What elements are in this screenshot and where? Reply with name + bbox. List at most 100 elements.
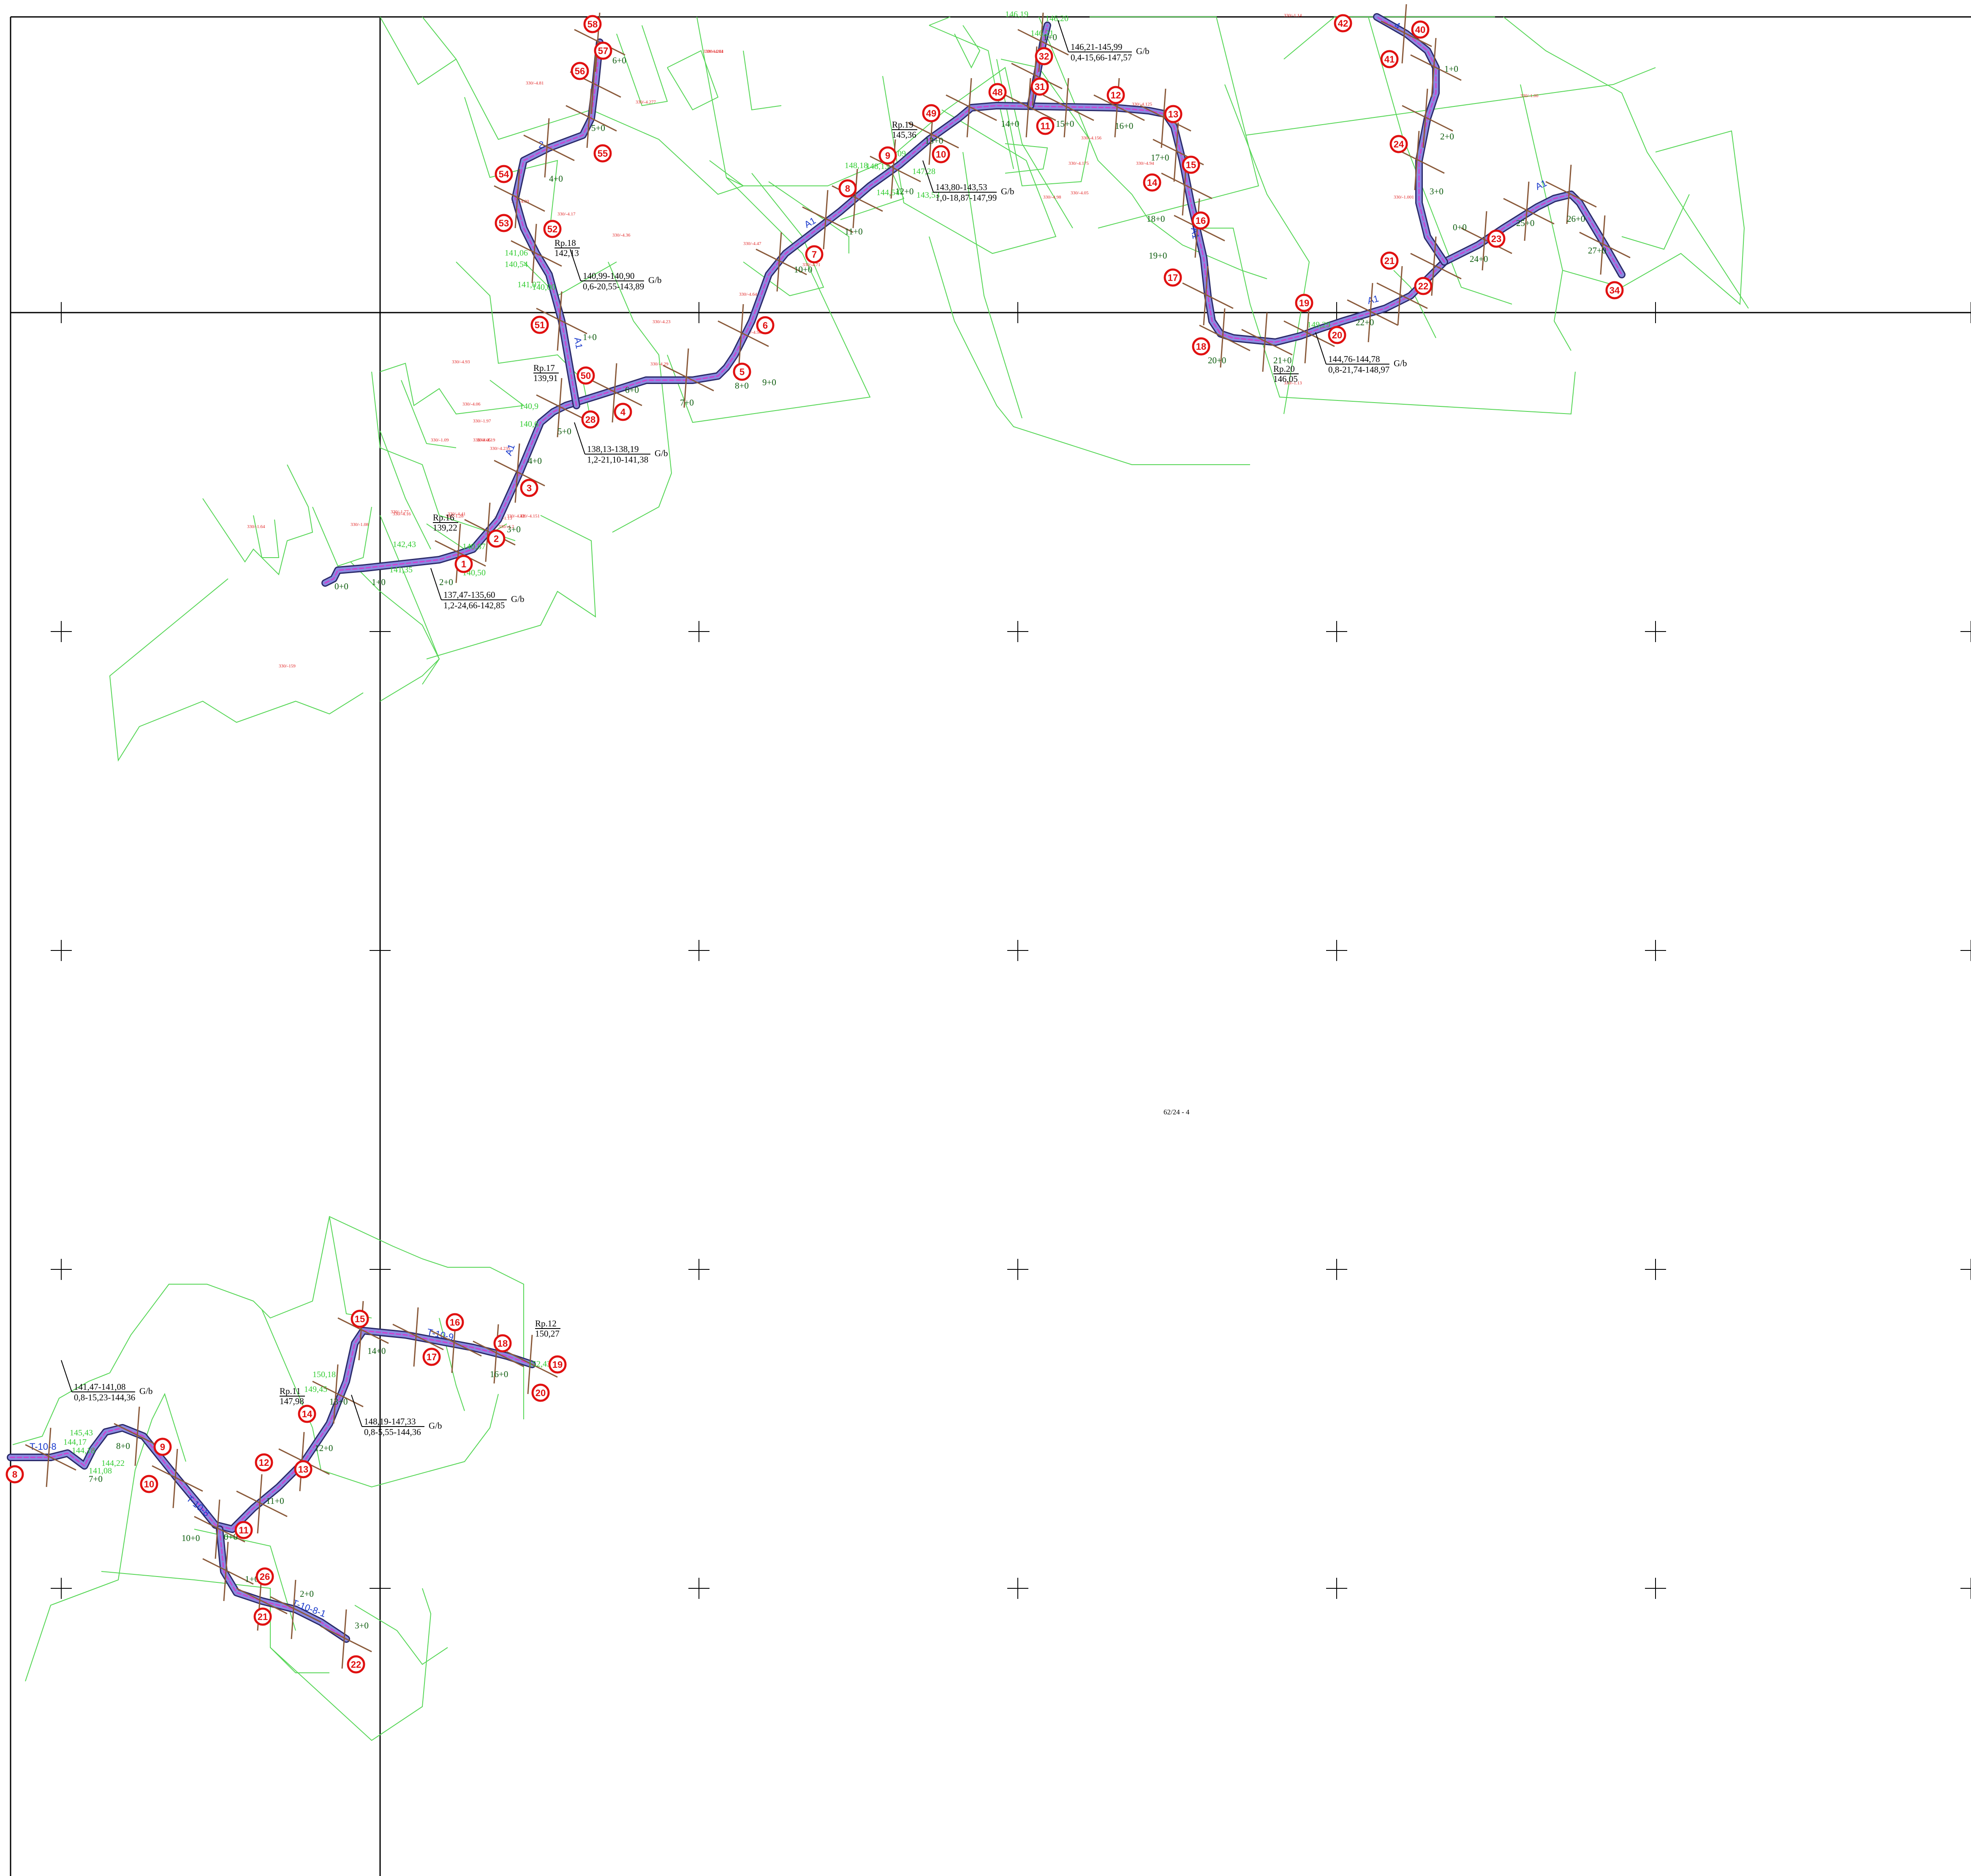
chainage-label: 27+0 [1588, 245, 1606, 256]
marker-circle [234, 1521, 253, 1539]
benchmark-levels: 144,76-144,78 [1328, 354, 1380, 364]
parcel-label: 330/-159 [279, 664, 296, 669]
marker-circle [1192, 337, 1210, 356]
marker-circle [878, 146, 897, 165]
chainage-label: 14+0 [1001, 119, 1019, 129]
pole-marker-9: 9 [878, 146, 897, 165]
benchmark-gb: G/b [648, 275, 662, 285]
pole-marker-13: 13 [294, 1460, 313, 1478]
elevation-label: 140,00 [532, 283, 555, 292]
marker-circle [614, 403, 632, 421]
chainage-label: 2+0 [1440, 131, 1454, 142]
marker-circle [922, 104, 941, 123]
pole-stroke [46, 1427, 52, 1487]
benchmark-name: Rp.12 [535, 1318, 557, 1329]
marker-number: 22 [351, 1659, 361, 1670]
parcel-label: 330/-1.001 [1394, 195, 1414, 200]
pole-marker-10: 10 [140, 1475, 158, 1493]
pole-stroke [25, 1444, 76, 1471]
marker-number: 41 [1384, 54, 1395, 65]
pole-marker-3: 3 [520, 479, 538, 497]
marker-number: 16 [450, 1317, 460, 1328]
pole-marker-13: 13 [1164, 105, 1183, 123]
parcel [768, 181, 849, 253]
elevation-label: 145,43 [70, 1428, 93, 1438]
parcel [426, 515, 596, 659]
parcel [1503, 16, 1749, 309]
parcel [616, 25, 668, 106]
benchmark-leader [574, 422, 585, 455]
chainage-label: 16+0 [490, 1369, 508, 1379]
chainage-label: 16+0 [1115, 121, 1133, 131]
pole-stroke [1203, 266, 1209, 326]
marker-number: 50 [581, 370, 591, 381]
pole-stroke [1304, 304, 1310, 364]
benchmark-leader [430, 568, 442, 600]
parcel [1245, 67, 1656, 136]
marker-number: 9 [885, 150, 890, 161]
benchmark-levels: 143,80-143,53 [935, 182, 987, 192]
pole-marker-22: 22 [1414, 277, 1433, 295]
parcel-label: 330/-4.06 [462, 402, 481, 407]
marker-number: 49 [926, 108, 936, 119]
benchmark: 146,21-145,990,4-15,66-147,57G/b [1058, 20, 1150, 63]
parcel-labels: 330/-4.81330/-4.61330/-4.277330/-4.24433… [247, 13, 1539, 669]
benchmark-offset: 0,8-15,23-144,36 [74, 1392, 135, 1402]
pole-marker-42: 42 [1334, 14, 1352, 33]
pole-marker-17: 17 [422, 1348, 441, 1366]
pole-stroke [435, 540, 486, 567]
marker-number: 48 [992, 87, 1003, 98]
pole-marker-21: 21 [253, 1607, 272, 1626]
marker-number: 11 [1040, 121, 1050, 131]
pole-marker-8: 8 [838, 179, 857, 198]
chainage-label: 3+0 [1430, 186, 1444, 196]
pole-stroke [1241, 329, 1293, 356]
parcel [608, 261, 672, 533]
marker-number: 57 [598, 46, 608, 56]
marker-circle [838, 179, 857, 198]
pole-stroke [321, 1626, 372, 1653]
marker-circle [294, 1460, 313, 1478]
pole-marker-18: 18 [1192, 337, 1210, 356]
marker-number: 19 [552, 1359, 563, 1370]
marker-number: 56 [575, 66, 585, 76]
pole-stroke [1063, 78, 1069, 138]
pole-stroke [776, 232, 782, 292]
parcel-label: 330/-4.93 [452, 359, 470, 365]
benchmark-elevation: 145,36 [892, 130, 916, 140]
marker-number: 5 [739, 367, 745, 377]
parcel [350, 561, 440, 702]
pole-marker-32: 32 [1035, 47, 1053, 65]
marker-number: 20 [536, 1388, 546, 1398]
marker-number: 31 [1035, 82, 1045, 92]
marker-number: 42 [1338, 18, 1348, 29]
marker-number: 17 [427, 1352, 437, 1362]
parcel [1005, 143, 1048, 174]
chainage-label: 1+0 [1444, 64, 1458, 74]
marker-circle [594, 41, 612, 60]
pole-stroke [514, 443, 520, 503]
elevation-label: 144,54 [876, 188, 900, 197]
pole-stroke [663, 365, 714, 392]
marker-circle [531, 1383, 550, 1402]
benchmark-elevation: 146,05 [1273, 374, 1298, 384]
marker-number: 12 [1111, 90, 1121, 101]
marker-number: 24 [1394, 139, 1404, 150]
marker-number: 19 [1299, 298, 1309, 308]
chainage-label: 9+0 [762, 377, 776, 387]
marker-number: 51 [535, 320, 545, 330]
pole-marker-50: 50 [576, 366, 595, 385]
elevation-label: 140,87 [462, 542, 486, 551]
chainage-label: 3+0 [507, 524, 521, 534]
benchmark-offset: 0,8-5,55-144,36 [364, 1427, 421, 1437]
chainage-label: 24+0 [1470, 254, 1488, 264]
parcel [380, 16, 457, 85]
pole-stroke [612, 363, 617, 423]
pole-stroke [1011, 63, 1063, 90]
parcel [667, 50, 719, 111]
pole-stroke [591, 379, 642, 406]
benchmark-levels: 148,19-147,33 [364, 1416, 416, 1427]
marker-circle [1380, 251, 1399, 270]
parcel [1368, 16, 1512, 305]
marker-circle [493, 1334, 512, 1353]
